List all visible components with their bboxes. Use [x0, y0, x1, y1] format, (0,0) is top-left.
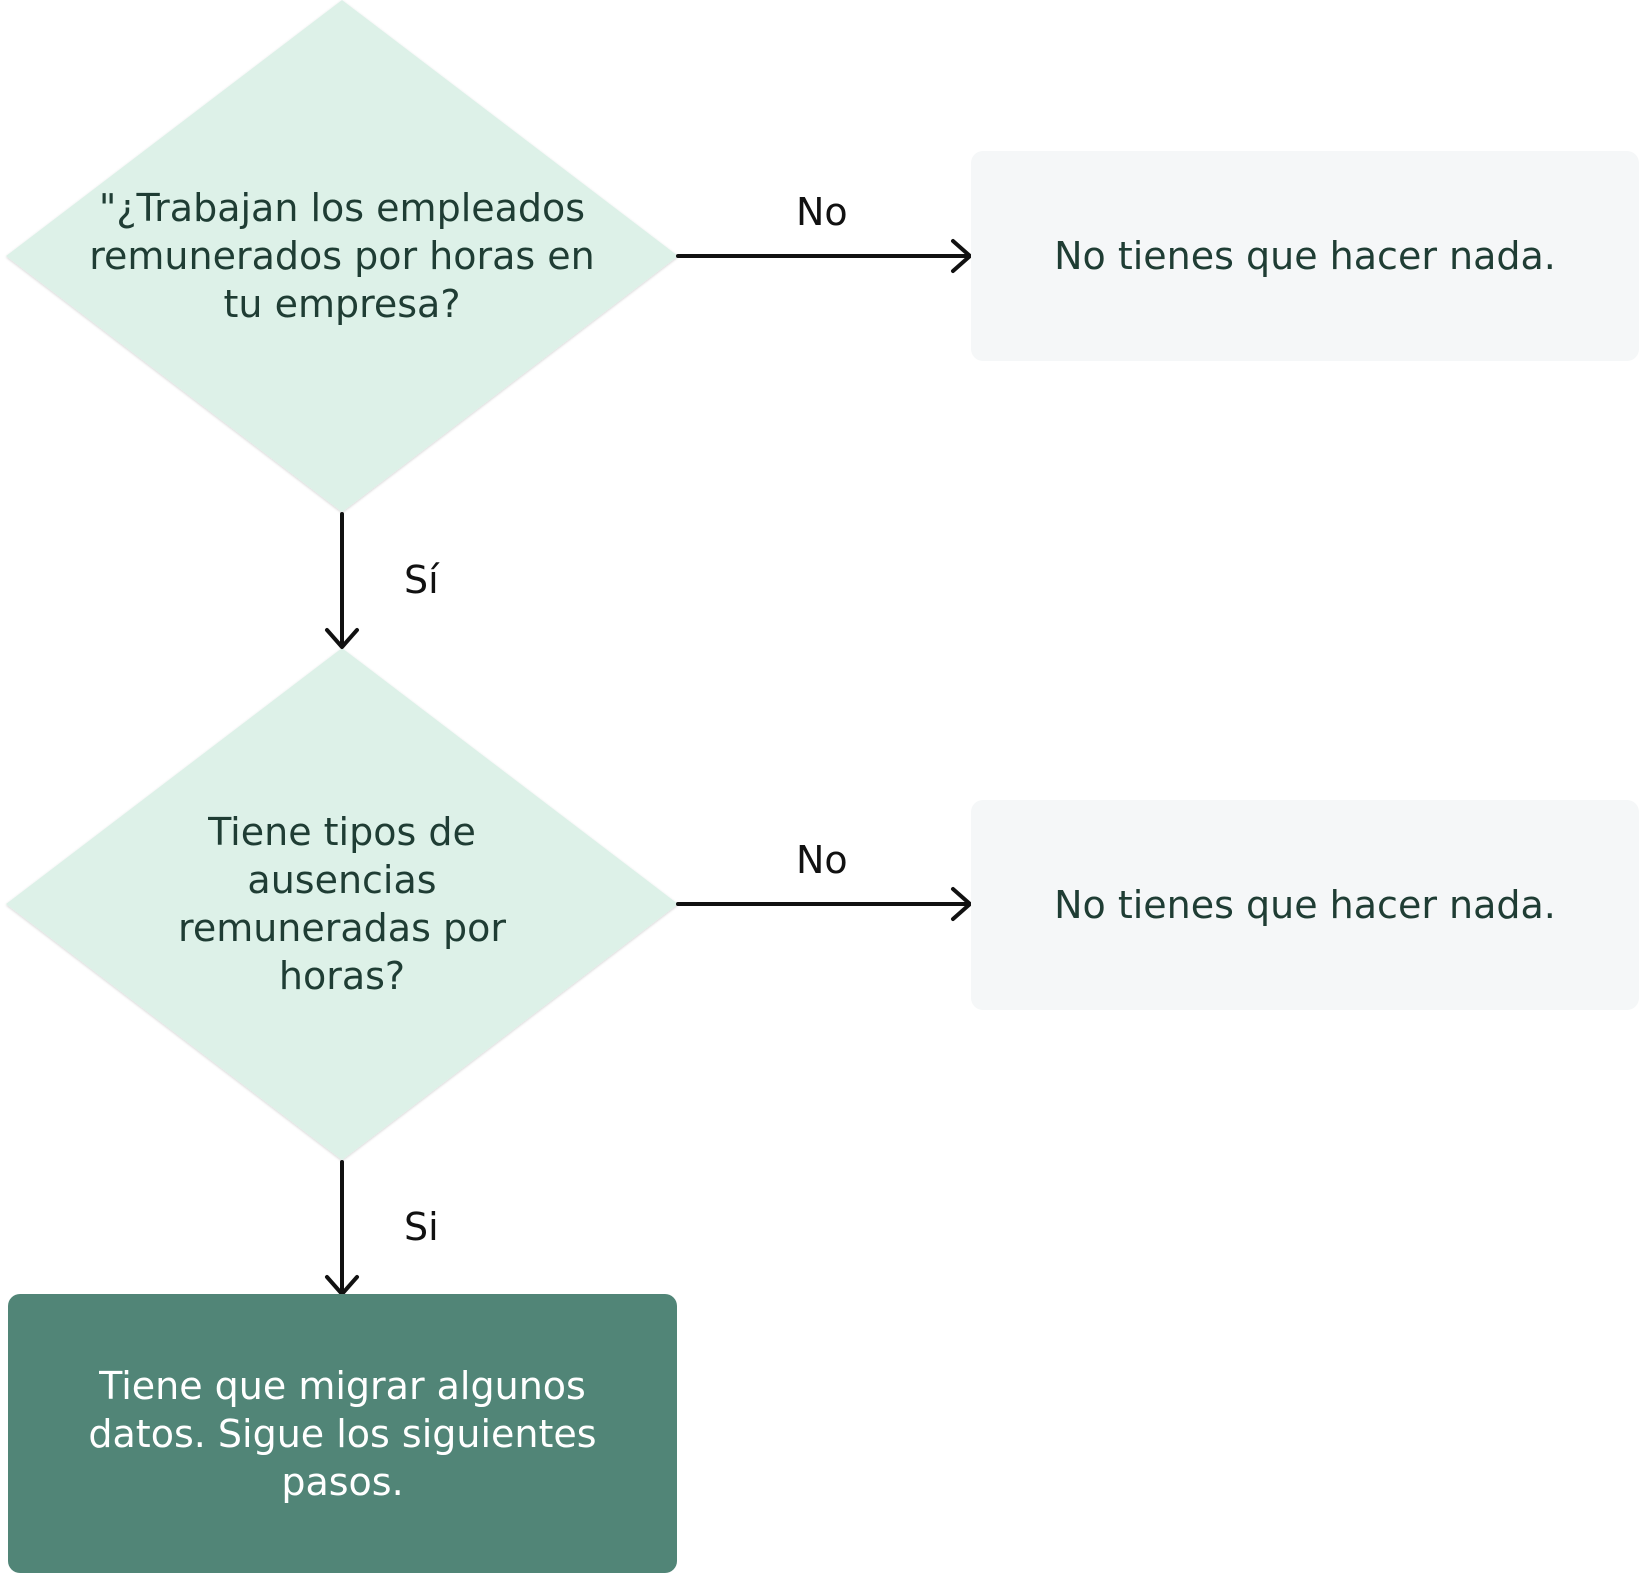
- decision-diamond-1: [6, 0, 678, 512]
- outcome-box-1: No tienes que hacer nada.: [971, 151, 1639, 361]
- result-text: Tiene que migrar algunos datos. Sigue lo…: [88, 1363, 597, 1504]
- arrowhead-d1-no: [951, 239, 972, 273]
- outcome-2-text: No tienes que hacer nada.: [1054, 883, 1556, 927]
- edge-label-d2-yes: Si: [404, 1205, 439, 1249]
- outcome-1-text: No tienes que hacer nada.: [1054, 234, 1556, 278]
- decision-2-text: Tiene tipos de ausencias remuneradas por…: [178, 810, 506, 998]
- edge-label-d2-no: No: [796, 838, 848, 882]
- arrowhead-d1-yes: [325, 628, 359, 649]
- decision-1-text: "¿Trabajan los empleados remunerados por…: [89, 186, 595, 326]
- outcome-box-2: No tienes que hacer nada.: [971, 800, 1639, 1010]
- decision-diamond-2: [6, 648, 678, 1160]
- arrowhead-d2-no: [951, 887, 972, 921]
- edge-label-d1-yes: Sí: [404, 558, 439, 602]
- result-box: Tiene que migrar algunos datos. Sigue lo…: [8, 1294, 677, 1573]
- edge-label-d1-no: No: [796, 190, 848, 234]
